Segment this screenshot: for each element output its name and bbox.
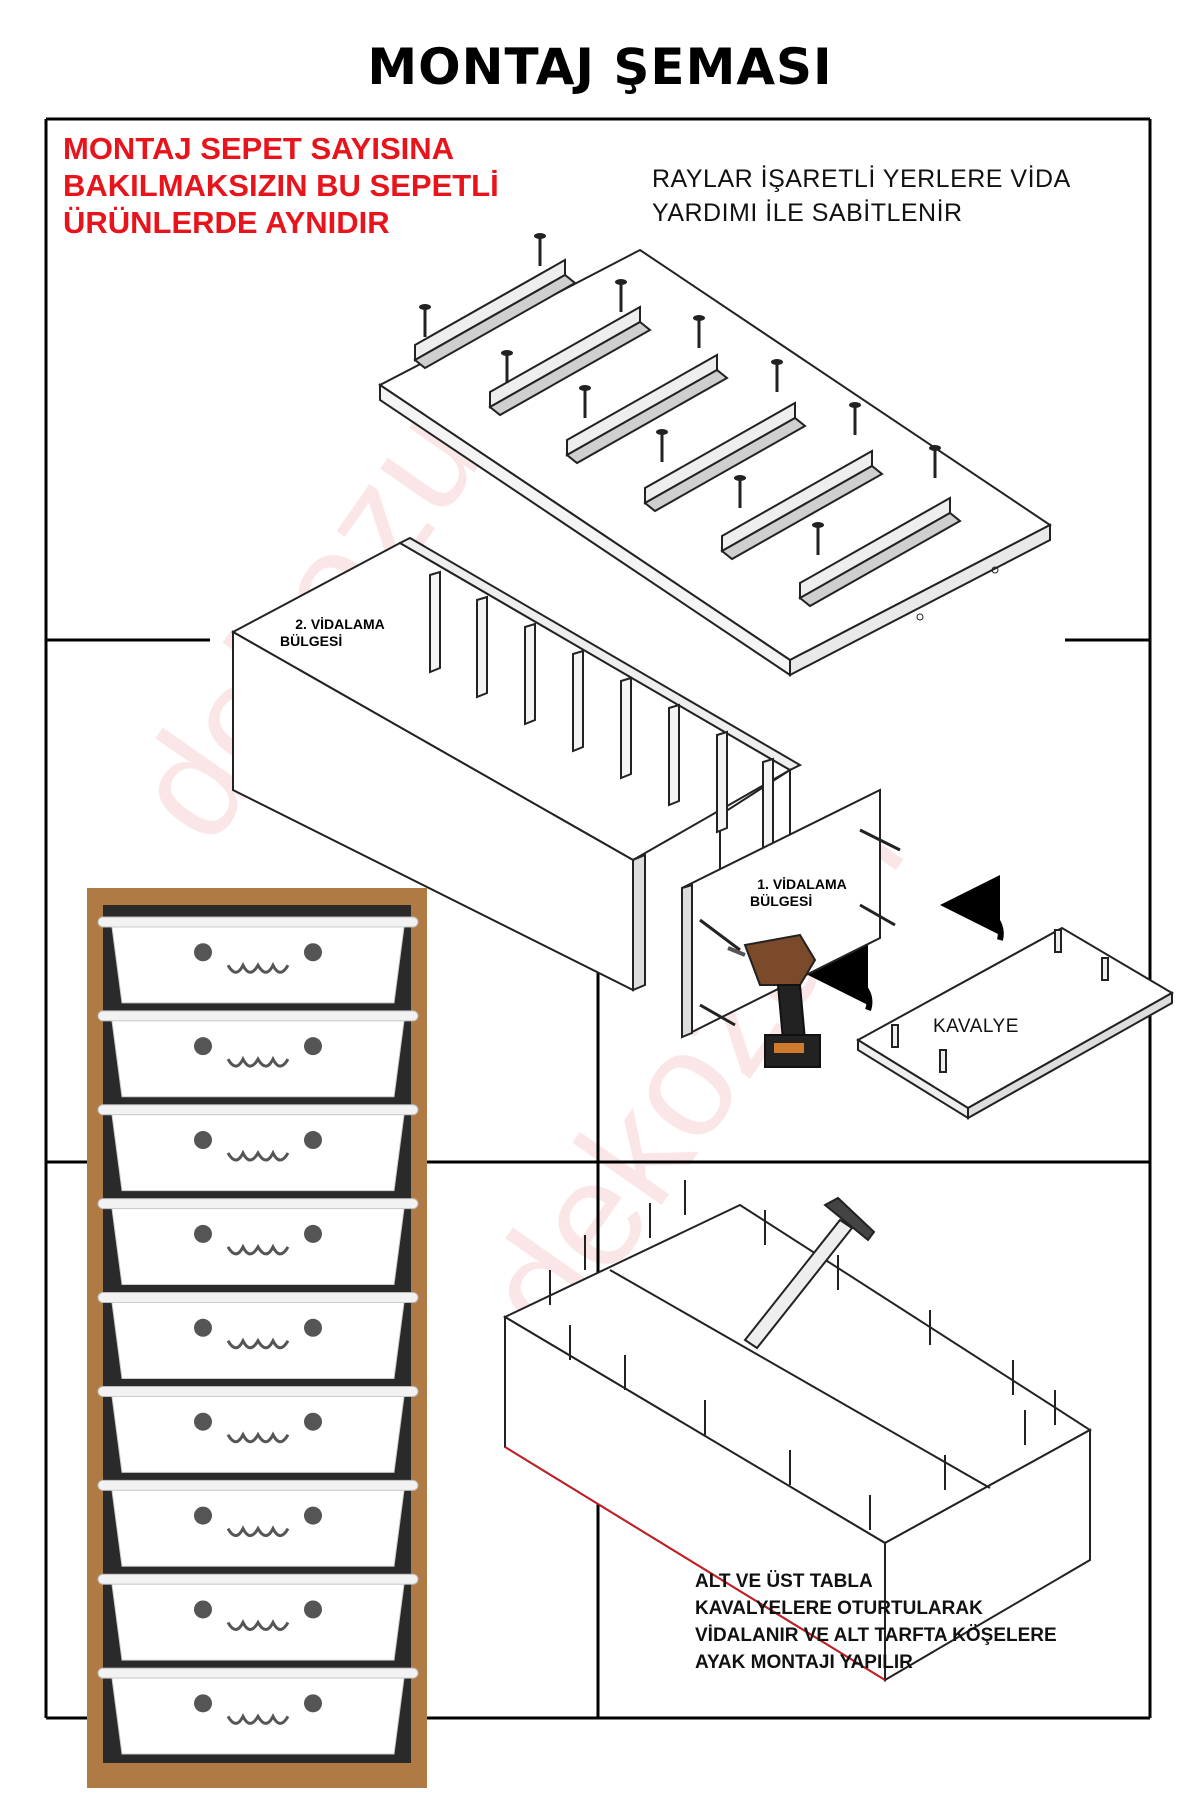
rail-note-line: RAYLAR İŞARETLİ YERLERE VİDA: [652, 165, 1071, 193]
kavalye-label: KAVALYE: [933, 1016, 1019, 1037]
basket: [97, 1292, 419, 1379]
product-photo: [87, 888, 427, 1788]
basket: [97, 1385, 419, 1473]
basket: [97, 1667, 419, 1755]
side-panel-with-channels: [230, 536, 803, 992]
page-title: MONTAJ ŞEMASI: [367, 38, 833, 96]
zone2-label: 2. VİDALAMA BÜLGESİ: [280, 616, 400, 650]
hammer-icon: [743, 1196, 876, 1350]
bottom-note-line: AYAK MONTAJI YAPILIR: [695, 1652, 913, 1673]
bottom-note-line: KAVALYELERE OTURTULARAK: [695, 1598, 983, 1619]
bottom-note-line: VİDALANIR VE ALT TARFTA KÖŞELERE: [695, 1625, 1057, 1646]
basket: [97, 1010, 419, 1098]
zone1-label-line: 1. VİDALAMA: [757, 876, 847, 892]
end-panel: [681, 788, 901, 1039]
cabinet-box: [502, 1180, 1092, 1682]
basket: [97, 1573, 419, 1661]
zone2-label-line: 2. VİDALAMA: [295, 616, 385, 632]
drill-icon: [727, 933, 821, 1068]
red-note: MONTAJ SEPET SAYISINA BAKILMAKSIZIN BU S…: [63, 130, 583, 241]
kavalye-board: [856, 926, 1175, 1120]
zone2-label-line: BÜLGESİ: [280, 633, 343, 649]
bottom-note: ALT VE ÜST TABLA KAVALYELERE OTURTULARAK…: [695, 1568, 1115, 1676]
rail-note-line: YARDIMI İLE SABİTLENİR: [652, 199, 963, 227]
basket: [97, 1198, 419, 1286]
bottom-note-line: ALT VE ÜST TABLA: [695, 1571, 873, 1592]
basket: [97, 1479, 419, 1567]
rail-note: RAYLAR İŞARETLİ YERLERE VİDA YARDIMI İLE…: [652, 162, 1172, 230]
rail-board: [378, 231, 1052, 677]
basket: [97, 916, 419, 1004]
curved-arrow-icons: [808, 875, 1004, 1011]
zone1-label: 1. VİDALAMA BÜLGESİ: [742, 876, 862, 910]
basket: [97, 1104, 419, 1192]
red-note-line: ÜRÜNLERDE AYNIDIR: [63, 205, 390, 240]
red-note-line: BAKILMAKSIZIN BU SEPETLİ: [63, 168, 499, 203]
zone1-label-line: BÜLGESİ: [750, 893, 813, 909]
red-note-line: MONTAJ SEPET SAYISINA: [63, 131, 455, 166]
